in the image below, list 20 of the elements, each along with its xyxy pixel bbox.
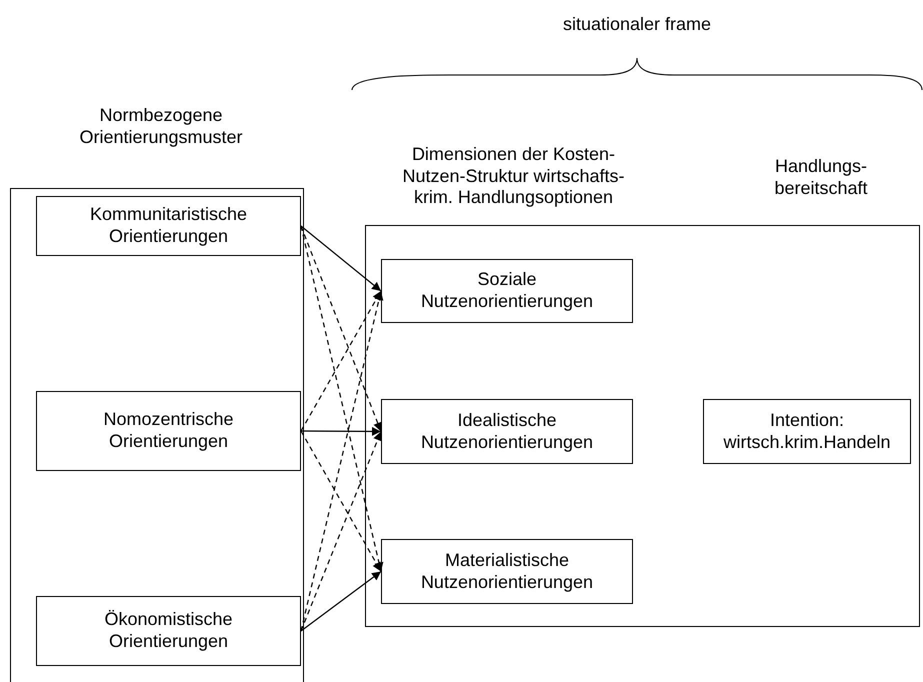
process-box: Nomozentrische Orientierungen [36,391,301,471]
arrow [300,431,382,632]
process-box: Idealistische Nutzenorientierungen [381,399,633,464]
group-heading: Dimensionen der Kosten-Nutzen-Struktur wirtschafts-krim. Handlungsoptionen [401,144,626,209]
group-heading: Handlungs-bereitschaft [773,156,869,200]
arrow [300,226,384,572]
arrow [300,430,382,572]
process-box: Kommunitaristische Orientierungen [36,196,301,256]
process-box: Materialistische Nutzenorientierungen [381,539,633,604]
frame-label: situationaler frame [562,14,712,36]
process-box: Intention: wirtsch.krim.Handeln [703,399,911,464]
arrow [300,571,382,632]
process-box: Ökonomistische Orientierungen [36,596,301,666]
group-heading: Normbezogene Orientierungsmuster [78,105,244,148]
arrow [300,290,384,632]
process-box: Soziale Nutzenorientierungen [381,259,633,323]
arrow [301,426,381,436]
arrow [300,290,382,432]
arrow [300,226,382,432]
arrow [300,226,382,292]
